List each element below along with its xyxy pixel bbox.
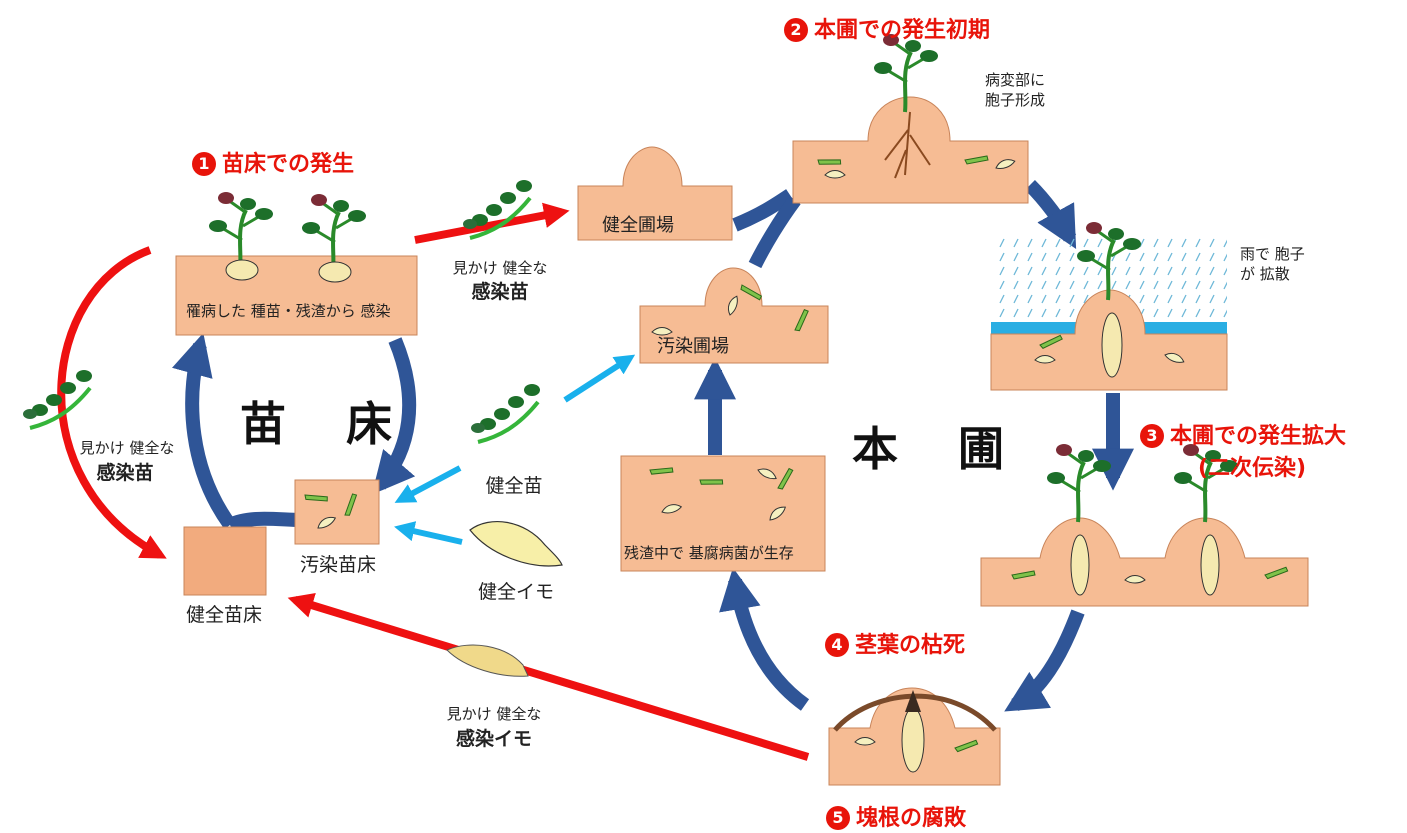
- healthy-bed-caption: 健全苗床: [185, 604, 263, 626]
- stage5-number: 5: [826, 806, 850, 830]
- field-up-arrow-1: [732, 189, 794, 232]
- healthy-tuber-caption: 健全イモ: [477, 581, 555, 603]
- contaminated-field-text: 汚染圃場: [657, 336, 729, 357]
- spores-formed-line1: 病変部に: [985, 71, 1046, 89]
- field-up-arrow-2: [748, 195, 801, 269]
- stage1-label: 苗床での発生: [222, 152, 355, 177]
- stage2-field-box: [792, 96, 1029, 204]
- apparent-seedling-left: [21, 368, 94, 430]
- field-arrow-to-rain: [1025, 180, 1077, 250]
- healthy-tuber: [469, 521, 563, 567]
- seed-tuber-1: [225, 259, 259, 281]
- red-arrow-tuber-return: [287, 593, 810, 761]
- infected-nursery-bed: [175, 255, 418, 336]
- residue-box: [620, 455, 826, 572]
- apparent-left-caption: 見かけ 健全な: [79, 439, 175, 457]
- rot-top: [905, 690, 921, 712]
- contaminated-field-box: [639, 267, 829, 364]
- apparent-left-caption-bold: 感染苗: [96, 462, 154, 484]
- healthy-nursery-bed: [183, 526, 267, 596]
- stage2-roots: [884, 111, 931, 179]
- apparent-top-caption-bold: 感染苗: [471, 281, 529, 303]
- rotting-tuber: [901, 707, 925, 773]
- rain-tuber: [1101, 312, 1123, 378]
- nursery-area-label: 苗 床: [240, 397, 415, 451]
- stage3-subtitle: (二次伝染): [1198, 456, 1307, 481]
- nursery-bottom-link: [226, 511, 301, 532]
- spread-tuber-1: [1070, 534, 1090, 596]
- cyan-arrow-tuber-to-bed: [394, 521, 463, 545]
- nursery-cycle-right-arc: [371, 337, 417, 495]
- infected-bed-text: 罹病した 種苗・残渣から 感染: [186, 302, 391, 320]
- healthy-field-box: [577, 146, 733, 241]
- field-area-label: 本 圃: [852, 422, 1027, 476]
- red-arrow-to-healthy-field: [414, 202, 570, 244]
- stage4-number: 4: [825, 633, 849, 657]
- seed-tuber-2: [318, 261, 352, 283]
- contaminated-nursery-bed: [294, 479, 380, 545]
- field-arrow-to-wilt: [1004, 609, 1085, 712]
- field-arrow-to-residue: [719, 567, 810, 711]
- cyan-arrow-to-contaminated-field: [563, 354, 636, 403]
- healthy-seedling: [469, 382, 542, 444]
- stage2-label: 本圃での発生初期: [814, 18, 991, 43]
- residue-text: 残渣中で 基腐病菌が生存: [624, 544, 794, 562]
- apparent-top-caption: 見かけ 健全な: [452, 259, 548, 277]
- spores-formed-line2: 胞子形成: [985, 91, 1046, 109]
- nursery-cycle-left-arc: [172, 332, 236, 530]
- apparent-bottom-caption: 見かけ 健全な: [446, 705, 542, 723]
- apparent-bottom-caption-bold: 感染イモ: [455, 728, 533, 750]
- stage2-number: 2: [784, 18, 808, 42]
- rain-spread-line1: 雨で 胞子: [1240, 245, 1305, 263]
- healthy-seedling-caption: 健全苗: [485, 475, 543, 497]
- spread-field-box: [980, 517, 1309, 607]
- stage3-number: 3: [1140, 424, 1164, 448]
- stage4-label: 茎葉の枯死: [855, 633, 966, 658]
- stage3-label: 本圃での発生拡大: [1170, 424, 1347, 449]
- cyan-arrow-seedling-to-bed: [394, 465, 462, 503]
- contaminated-bed-caption: 汚染苗床: [299, 554, 377, 576]
- healthy-field-text: 健全圃場: [602, 215, 674, 236]
- stage1-number: 1: [192, 152, 216, 176]
- stage5-label: 塊根の腐敗: [856, 806, 967, 831]
- spread-tuber-2: [1200, 534, 1220, 596]
- apparent-tuber-bottom: [446, 644, 529, 677]
- rain-spread-line2: が 拡散: [1240, 265, 1290, 283]
